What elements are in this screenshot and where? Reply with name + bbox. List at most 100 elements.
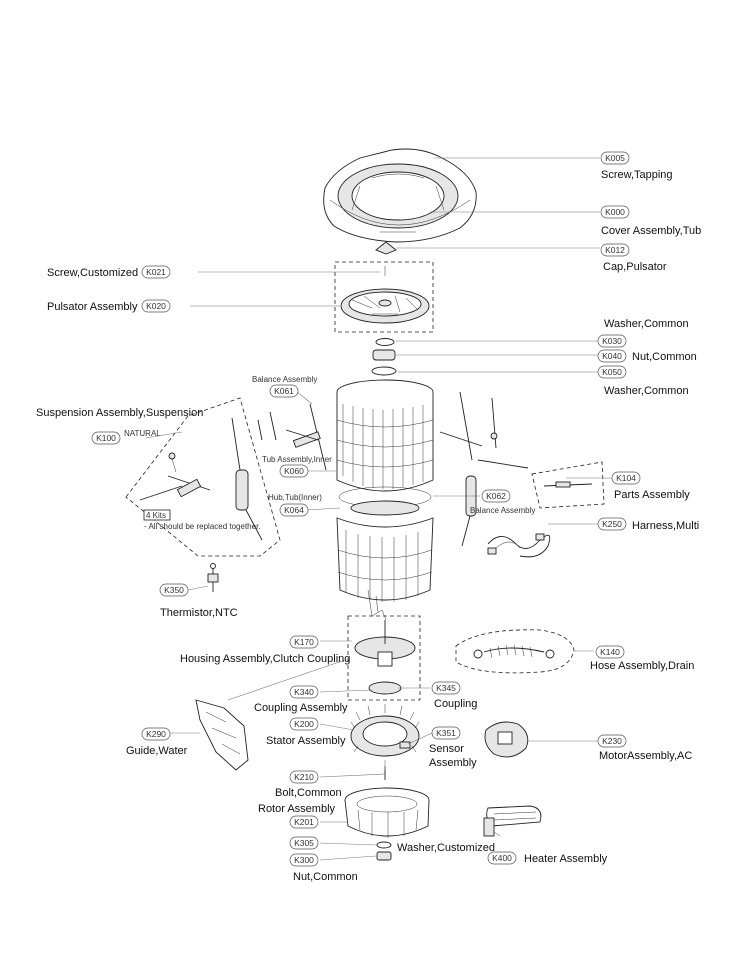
suspension-group-drawing [125,397,281,557]
k201-name: Rotor Assembly [258,803,336,815]
k020-code-pill [141,299,171,313]
k170-code: K170 [294,637,314,647]
k305-code-pill [289,836,319,850]
k040-code-pill [597,349,627,363]
k012-name: Cap,Pulsator [603,261,667,273]
k250-name: Harness,Multi [632,520,699,532]
parts-assembly-box-drawing [531,461,605,509]
k170-name: Housing Assembly,Clutch Coupling [180,653,350,665]
thermistor-drawing [207,563,219,592]
k060-code-pill [279,464,309,478]
clutch-housing-drawing [347,615,421,701]
pulsator-drawing [334,261,434,333]
k060-code: K060 [284,466,304,476]
k201-code-pill [289,815,319,829]
k140-code-pill [595,645,625,659]
k351-code-pill [431,726,461,740]
k061-code: K061 [274,386,294,396]
k200-code-pill [289,717,319,731]
k064-code-pill [279,503,309,517]
k400-code-pill [487,851,517,865]
tub-cover-drawing [323,148,477,243]
k012-code-pill [600,243,630,257]
pulsator-cap-drawing [375,241,397,255]
k030-code: K030 [602,336,622,346]
k250-code: K250 [602,519,622,529]
k060-name: Tub Assembly,Inner [262,455,332,464]
k061-code-pill [269,384,299,398]
k300-code-pill [289,853,319,867]
k000-name: Cover Assembly,Tub [601,225,701,237]
leader-lines [145,157,612,861]
k030-name: Washer,Common [604,318,689,330]
k104-name: Parts Assembly [614,489,690,501]
ac-motor-drawing [484,721,529,758]
k005-code-pill [600,151,630,165]
k230-code-pill [597,734,627,748]
washer-nut-stack-drawing [371,338,397,376]
k290-code-pill [141,727,171,741]
kits-badge: 4 Kits [146,511,166,520]
k140-name: Hose Assembly,Drain [590,660,694,672]
k000-code: K000 [605,207,625,217]
k230-code: K230 [602,736,622,746]
k061-name: Balance Assembly [252,375,317,384]
k300-name: Nut,Common [293,871,358,883]
k340-name: Coupling Assembly [254,702,348,714]
k021-name: Screw,Customized [47,267,138,279]
k021-code-pill [141,265,171,279]
k340-code: K340 [294,687,314,697]
k340-code-pill [289,685,319,699]
harness-drawing [487,533,551,558]
k030-code-pill [597,334,627,348]
k104-code: K104 [616,473,636,483]
rotor-washer-nut-drawing [376,841,392,861]
outer-tub-drawing [336,517,434,621]
k210-code: K210 [294,772,314,782]
inner-tub-drawing [336,379,434,516]
k400-name: Heater Assembly [524,853,608,865]
k012-code: K012 [605,245,625,255]
k140-code: K140 [600,647,620,657]
k064-code: K064 [284,505,304,515]
k345-code-pill [431,681,461,695]
k351-name-line2: Assembly [429,757,477,769]
k104-code-pill [611,471,641,485]
k290-name: Guide,Water [126,745,188,757]
k062-code-pill [481,489,511,503]
k064-name: Hub,Tub(Inner) [268,493,322,502]
k050-code: K050 [602,367,622,377]
k250-code-pill [597,517,627,531]
k351-code: K351 [436,728,456,738]
k000-code-pill [600,205,630,219]
k062-name: Balance Assembly [470,506,535,515]
k040-code: K040 [602,351,622,361]
k100-code-pill [91,431,121,445]
right-suspension-rods-drawing [439,391,529,547]
heater-drawing [483,805,542,837]
k350-name: Thermistor,NTC [160,607,238,619]
k062-code: K062 [486,491,506,501]
k300-code: K300 [294,855,314,865]
k345-code: K345 [436,683,456,693]
k290-code: K290 [146,729,166,739]
k050-code-pill [597,365,627,379]
k210-name: Bolt,Common [275,787,342,799]
k050-name: Washer,Common [604,385,689,397]
k200-name: Stator Assembly [266,735,346,747]
k100-name: Suspension Assembly,Suspension [36,407,203,419]
sensor-drawing [399,741,411,749]
k020-code: K020 [146,301,166,311]
drain-hose-drawing [455,629,575,674]
k350-code-pill [159,583,189,597]
kits-badge-box [143,509,171,521]
k200-code: K200 [294,719,314,729]
k210-code-pill [289,770,319,784]
k230-name: MotorAssembly,AC [599,750,692,762]
k201-code: K201 [294,817,314,827]
k005-code: K005 [605,153,625,163]
k005-name: Screw,Tapping [601,169,673,181]
k305-name: Washer,Customized [397,842,495,854]
k040-name: Nut,Common [632,351,697,363]
